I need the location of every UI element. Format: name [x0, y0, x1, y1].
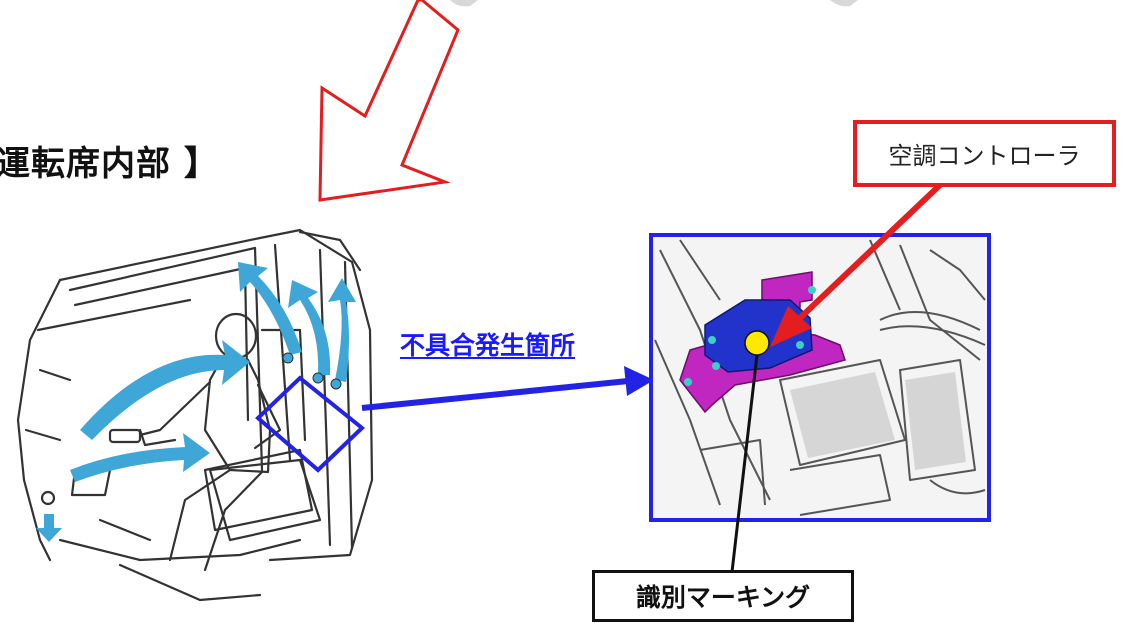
red-callout-arrow — [770, 182, 943, 347]
defect-highlight-box — [255, 375, 366, 473]
identification-marking-dot — [744, 330, 770, 356]
air-conditioner-controller-label: 空調コントローラ — [888, 142, 1081, 170]
identification-marking-label: 識別マーキング — [635, 583, 811, 612]
identification-marking-callout: 識別マーキング — [592, 570, 854, 622]
detail-panel — [649, 233, 991, 522]
cab-illustration — [16, 228, 374, 602]
top-fragment-shapes — [450, 0, 858, 7]
vent-dots — [282, 352, 342, 390]
defect-location-label: 不具合発生箇所 — [400, 331, 576, 360]
section-title: 運転席内部 】 — [0, 144, 219, 184]
marking-leader-line — [730, 354, 759, 573]
air-conditioner-controller-callout: 空調コントローラ — [853, 120, 1116, 187]
airflow-arrows — [36, 262, 356, 542]
blue-connector-arrow — [361, 366, 654, 411]
red-pointer-arrow — [318, 0, 460, 202]
